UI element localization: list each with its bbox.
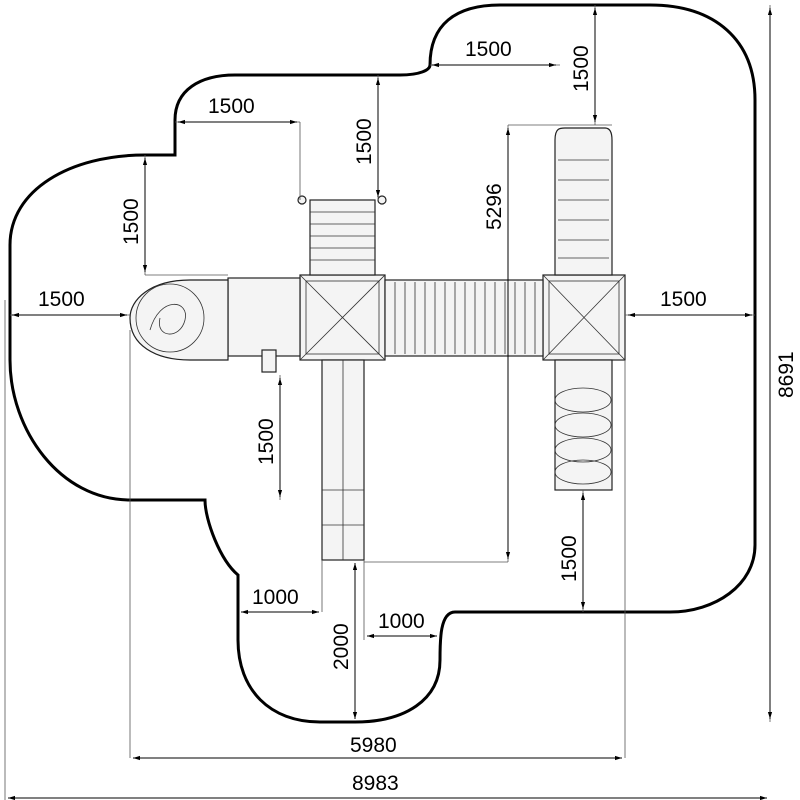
dim-upper-mid-v: 1500 bbox=[353, 118, 376, 165]
equipment bbox=[129, 127, 626, 561]
dim-total-height: 8691 bbox=[775, 351, 798, 398]
dim-bottom-v: 2000 bbox=[330, 623, 353, 670]
dim-top-right-v: 1500 bbox=[570, 45, 593, 92]
spiral-slide bbox=[129, 279, 229, 361]
ring-climber bbox=[554, 359, 613, 491]
post bbox=[261, 349, 277, 373]
extension-lines bbox=[4, 5, 771, 800]
dim-upper-left-h: 1500 bbox=[208, 95, 255, 118]
dim-total-width: 8983 bbox=[352, 772, 399, 795]
dimension-lines bbox=[8, 7, 773, 800]
bridge bbox=[384, 279, 544, 357]
dim-equipment-width: 5980 bbox=[350, 734, 397, 757]
dim-left-h: 1500 bbox=[38, 288, 85, 311]
top-ladder bbox=[309, 199, 376, 276]
dim-left-upper-v: 1500 bbox=[120, 198, 143, 245]
dim-slide-length: 5296 bbox=[483, 183, 506, 230]
dim-bottom-left-h: 1000 bbox=[252, 586, 299, 609]
dimension-labels: 1500 1500 1500 1500 1500 1500 1500 5296 … bbox=[38, 38, 798, 795]
left-deck bbox=[227, 277, 301, 357]
bridge-slats bbox=[394, 282, 536, 354]
dim-right-lower-v: 1500 bbox=[558, 535, 581, 582]
right-top-slide bbox=[554, 127, 613, 276]
dim-left-lower-v: 1500 bbox=[255, 418, 278, 465]
dim-right-h: 1500 bbox=[660, 288, 707, 311]
dim-bottom-mid-h: 1000 bbox=[378, 610, 425, 633]
safety-zone-boundary bbox=[8, 3, 757, 724]
dim-top-right-h: 1500 bbox=[465, 38, 512, 61]
